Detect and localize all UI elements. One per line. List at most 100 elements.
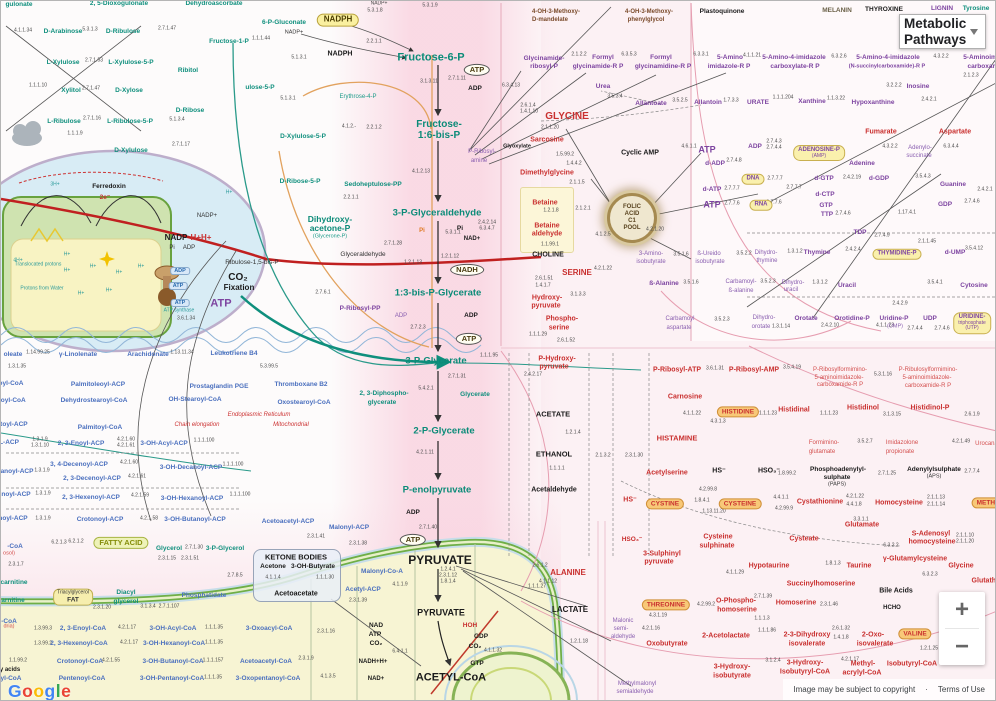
pathway-label: sulphinate [699,542,735,550]
pathway-label: 2.2.1.1 [366,38,382,45]
pathway-label: 3-OH-Butanoyl-CoA [142,657,204,665]
metabolite-pill: HISTIDINE [716,406,760,418]
pathway-label: 3-Oxoacyl-CoA [245,624,293,632]
pathway-label: Fumarate [865,128,897,136]
pathway-label: 1.2.1.12 [440,253,460,260]
pathway-label: 6.3.2.2 [883,542,899,549]
pathway-label: yl-CoA [0,674,22,682]
pathway-label: 2.7.4.3 [766,138,782,145]
pathway-label: 3.5.3.4 [607,93,623,100]
pathway-label: P-Ribosyl-ATP [652,366,702,374]
pathway-label: 4.2.99.8 [698,486,718,493]
pathway-label: 3.5.2.3 [714,316,730,323]
pathway-label: 2, 3-Hexenoyl-CoA [50,639,108,647]
pathway-label: 3H+ [50,181,60,188]
pathway-label: 1.4.1.7 [535,282,551,289]
pathway-label: pyruvate [644,558,674,566]
pathway-label: 5.1.3.1 [291,54,307,61]
pathway-label: glutamate [808,449,836,455]
metabolite-pill: METHIONINE [971,497,995,509]
pathway-label: 6.2.1.3 [51,539,67,546]
pathway-label: 4.3.1.19 [648,612,668,619]
pathway-label: 2.7.1.11 [448,75,466,82]
pathway-label: TTP [820,210,834,218]
pathway-label: Orotate [794,314,818,322]
pathway-label: Dihydro- [781,280,805,286]
pathway-label: 2.3.1.38 [348,540,368,547]
zoom-in-button[interactable]: + [954,596,969,623]
pathway-label: 2.4.2.19 [842,174,862,181]
pathway-label: Malonyl-Co-A [361,567,403,575]
pathway-label: Carnosine [667,393,703,401]
pathway-label: 1.1.1.86 [757,627,777,634]
pathway-label: 4.3.1.3 [710,418,726,425]
pathway-label: Uracil [837,281,857,289]
pathway-label: isovalerate [788,640,826,648]
pathway-label: 2.3.1.39 [348,597,368,604]
pathway-label: NADP+ [370,0,388,7]
pathway-label: Sedoheptulose-PP [344,180,402,188]
pathway-label: 2.3.1.15 [157,555,177,562]
pathway-label: 2.7.7.6 [724,200,740,207]
pathway-label: ATP [210,297,232,310]
pathway-label: URATE [747,98,769,106]
google-logo[interactable]: Google [8,681,71,701]
pathway-label: glycerol [113,597,139,605]
pathway-label: Histidinal [778,406,810,414]
pathway-label: 1.4.1.8 [833,634,849,641]
pathway-label: 1.3.1.14 [771,323,791,330]
pathway-label: H+ [89,263,97,270]
pathway-label: 2.7.1.28 [383,240,403,247]
pathway-label: Crotonoyl-ACP [76,515,124,523]
pathway-label: D-Xylulose-5-P [280,132,326,140]
pathway-label: 1.1.1.35 [204,639,224,646]
pathway-label: P-Ribosyl-PP [339,304,381,312]
pathway-label: 3.5.4.19 [782,364,802,371]
pathway-label: 1.3.99.3 [33,625,53,632]
pathway-label: 4.1.2.- [341,123,357,130]
pathway-label: 2.3.1.16 [316,628,336,635]
pathway-label: 2.7.6.1 [315,289,331,296]
pathway-label: imidazole-R P [707,62,751,70]
pathway-label: Betaine [534,222,560,230]
pathway-label: 2.4.2.1 [977,186,993,193]
pathway-label: arnitine [1,596,25,604]
pathway-label: Pi [456,224,464,232]
pathway-label: Glutathione [971,577,996,585]
pathway-label: 1.1.1.35 [204,624,224,631]
terms-of-use-link[interactable]: Terms of Use [937,685,985,694]
pathway-label: 2.1.1.10 [955,532,975,539]
pathway-label: Dihydro- [754,250,778,256]
pathway-label: phenylglycol [627,17,665,23]
pathway-label: 1.1.1.35 [203,674,223,681]
map-layer-selector[interactable]: Metabolic Pathways [899,14,986,49]
pathway-label: ß-Alanine [649,279,679,287]
pathway-label: royl-CoA [0,396,26,404]
pathway-label: 2.7.4.6 [964,198,980,205]
pathway-label: Translocated protons [14,261,62,268]
google-logo-letter: l [55,681,62,701]
pathway-label: 5.4.2.1 [418,385,434,392]
pathway-label: gulonate [5,0,33,8]
pathway-label: 2.7.1.39 [753,593,773,600]
pathway-label: H+ [137,263,145,270]
pathway-label: Glycine [948,562,974,570]
zoom-control: + − [939,592,985,665]
pathway-label: HSO₃⁻ [621,535,643,543]
pathway-label: aldehyde [610,634,636,640]
pathway-label: thymine [756,258,778,264]
pathway-label: acrylyl-CoA [842,669,882,677]
copyright-text: Image may be subject to copyright [793,685,916,694]
pathway-label: Pentenoyl-CoA [58,674,106,682]
zoom-out-button[interactable]: − [954,633,969,660]
pathway-label: 1.2.1.18 [569,638,589,645]
pathway-label: 2.1.1.14 [926,501,946,508]
pathway-label: 2.7.4.8 [726,157,742,164]
pathway-label: ADP [394,313,408,319]
pathway-label: 1.3.1.2 [787,248,803,255]
pathway-label: 1.1.1.9 [67,130,83,137]
pathway-label: Chain elongation [174,422,220,428]
metabolite-pill: FATTY ACID [93,536,149,550]
